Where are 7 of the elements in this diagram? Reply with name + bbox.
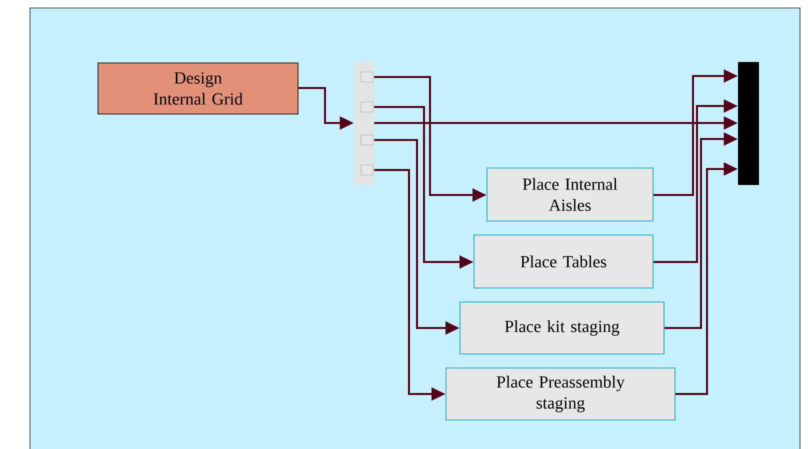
split-bar xyxy=(354,62,374,185)
process-box: Design Internal Grid xyxy=(98,62,298,114)
process-box: Place kit staging xyxy=(460,301,664,354)
process-box: Place Preassembly staging xyxy=(446,367,676,420)
process-box: Place Internal Aisles xyxy=(486,168,654,222)
process-box: Place Tables xyxy=(474,234,654,288)
join-bar xyxy=(738,62,759,185)
